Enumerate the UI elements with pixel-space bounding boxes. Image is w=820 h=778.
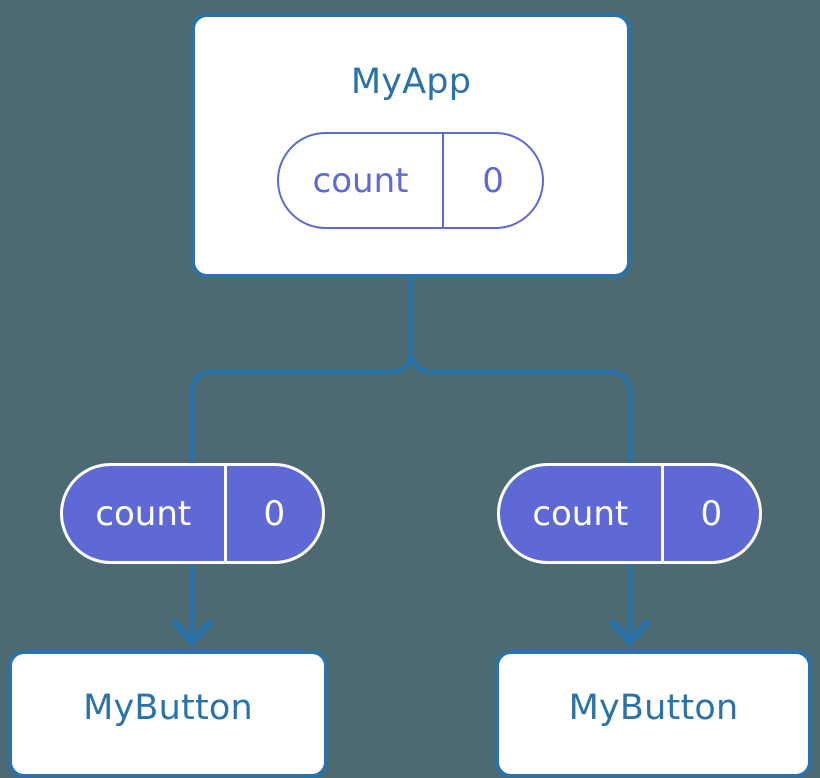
prop-pill-value: 0 — [223, 466, 322, 561]
arrow-head-left-icon — [171, 619, 213, 646]
arrow-head-right-icon — [609, 619, 651, 646]
prop-pill-right-count[interactable]: count 0 — [497, 463, 762, 564]
branch-connector-right — [408, 275, 633, 466]
prop-pill-left-count[interactable]: count 0 — [60, 463, 325, 564]
prop-pill-key: count — [532, 493, 629, 534]
prop-pill-value: 0 — [660, 466, 759, 561]
component-title-mybutton: MyButton — [568, 687, 739, 728]
state-pill-myapp-count[interactable]: count 0 — [277, 132, 544, 229]
component-box-mybutton-right[interactable]: MyButton — [495, 650, 812, 778]
component-title-myapp: MyApp — [350, 62, 472, 102]
branch-connector-left — [189, 275, 414, 466]
component-title-mybutton: MyButton — [83, 687, 253, 728]
state-pill-key: count — [312, 160, 409, 201]
state-pill-value: 0 — [442, 134, 542, 227]
prop-pill-key: count — [95, 493, 192, 534]
component-box-myapp[interactable]: MyApp — [191, 13, 631, 278]
component-box-mybutton-left[interactable]: MyButton — [8, 650, 328, 778]
